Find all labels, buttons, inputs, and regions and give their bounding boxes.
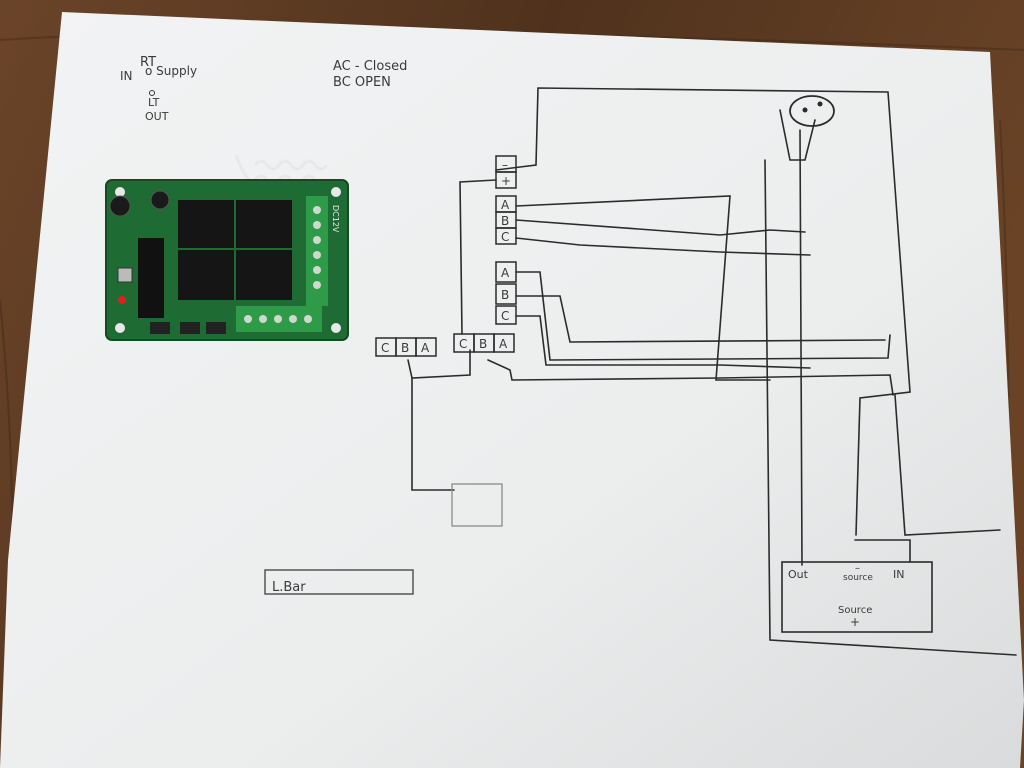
note-ac-closed: AC - Closed [333,59,407,74]
source-minus-sign: – [855,563,860,574]
source-plus-label: Source [838,605,872,616]
light-bar-label: L.Bar [272,580,306,595]
terminal-label: C [381,341,389,355]
terminal-label: B [479,337,487,351]
terminal-group-bottom-right: C B A [453,333,515,353]
terminal-label: C [459,337,467,351]
note-rt: RT [140,55,156,70]
note-bc-open: BC OPEN [333,75,391,90]
pcb-button [117,267,133,283]
terminal-label: B [501,214,509,228]
relay-4 [236,250,292,300]
pinout-notes: RT IN o Supply LT OUT [120,55,197,123]
switch-box [451,483,503,527]
terminal-label: C [501,230,509,244]
note-out: OUT [145,110,169,123]
ic-chip [138,238,164,318]
relay-1 [178,200,234,248]
source-in-label: IN [893,568,904,581]
terminal-label: A [499,337,508,351]
terminal-label: B [501,288,509,302]
relay-3 [178,250,234,300]
lamp-icon [789,95,835,127]
pcb-board-text: DC12V [331,205,340,233]
light-bar: L.Bar [264,569,414,595]
note-lt: LT [148,96,160,109]
source-controller-box: Out – source IN Source + [781,561,933,633]
contact-notes: AC - Closed BC OPEN [333,59,407,90]
terminal-label: A [421,341,430,355]
pin-circle-icon [149,90,155,96]
terminal-group-2: A B C [495,261,517,325]
terminal-plus: + [501,174,511,188]
terminal-label: A [501,266,510,280]
led-icon [118,296,126,304]
terminal-group-bottom-left: C B A [375,337,437,357]
source-minus-label: source [843,573,873,583]
terminal-minus: – [502,158,508,172]
relay-module-pcb: DC12V [105,154,349,341]
note-in: IN [120,69,133,83]
wires [407,87,1017,656]
terminal-label: C [501,309,509,323]
source-plus-sign: + [850,615,860,629]
terminal-label: A [501,198,510,212]
source-out-label: Out [788,568,809,581]
note-supply: o Supply [145,64,197,78]
terminal-group-1: A B C [495,195,517,245]
power-terminals: – + [495,155,517,189]
terminal-label: B [401,341,409,355]
paper-sheet [0,12,1024,768]
relay-2 [236,200,292,248]
